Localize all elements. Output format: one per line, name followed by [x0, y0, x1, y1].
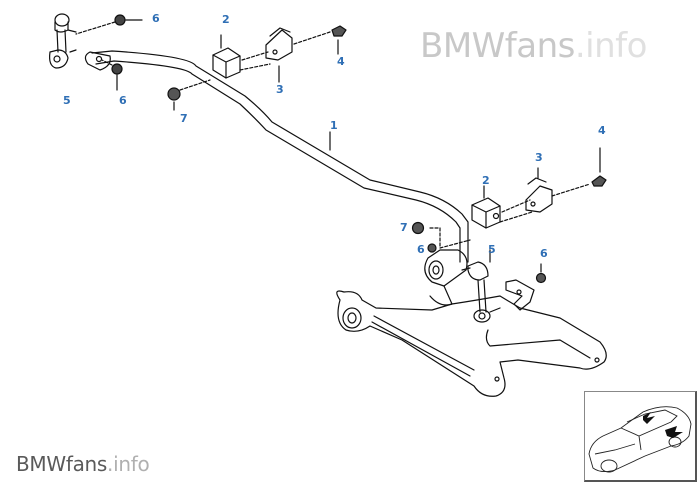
rubber-mounting-top	[212, 34, 271, 79]
stabilizer-link-right	[461, 249, 501, 323]
arm-bracket	[505, 279, 535, 311]
watermark-bottom: BMWfans.info	[16, 452, 150, 476]
callout-6: 6	[152, 12, 160, 25]
collar-nut-right	[411, 221, 471, 249]
stabilizer-bar	[84, 50, 469, 263]
collar-nut-top	[167, 79, 211, 111]
watermark-top: BMWfans.info	[420, 26, 647, 66]
bracket-right	[525, 167, 591, 213]
bracket-top	[265, 27, 331, 83]
watermark-bottom-suffix: .info	[107, 452, 150, 476]
callout-7: 7	[400, 221, 408, 234]
watermark-top-brand: BMWfans	[420, 26, 575, 66]
nut-6-top-left	[75, 14, 143, 35]
callout-6: 6	[540, 247, 548, 260]
car-location-icon	[588, 406, 692, 473]
callout-5: 5	[63, 94, 71, 107]
callout-3: 3	[276, 83, 284, 96]
rubber-mounting-right	[471, 185, 533, 229]
nut-6-right-mount	[427, 243, 437, 253]
callout-6: 6	[119, 94, 127, 107]
callout-1: 1	[330, 119, 338, 132]
link-mount-bracket	[424, 249, 468, 306]
hex-bolt-right	[591, 147, 607, 187]
callout-4: 4	[598, 124, 606, 137]
hex-bolt-top	[331, 25, 347, 55]
callout-6: 6	[417, 243, 425, 256]
callout-2: 2	[222, 13, 230, 26]
stabilizer-link-left	[49, 13, 77, 69]
callout-3: 3	[535, 151, 543, 164]
callout-4: 4	[337, 55, 345, 68]
nut-6-right	[535, 263, 547, 284]
watermark-bottom-brand: BMWfans	[16, 452, 108, 476]
nut-6-left	[101, 59, 123, 91]
trailing-arm	[336, 290, 607, 397]
car-location-inset	[584, 391, 697, 482]
callout-5: 5	[488, 243, 496, 256]
watermark-top-suffix: .info	[574, 26, 648, 66]
callout-2: 2	[482, 174, 490, 187]
callout-7: 7	[180, 112, 188, 125]
